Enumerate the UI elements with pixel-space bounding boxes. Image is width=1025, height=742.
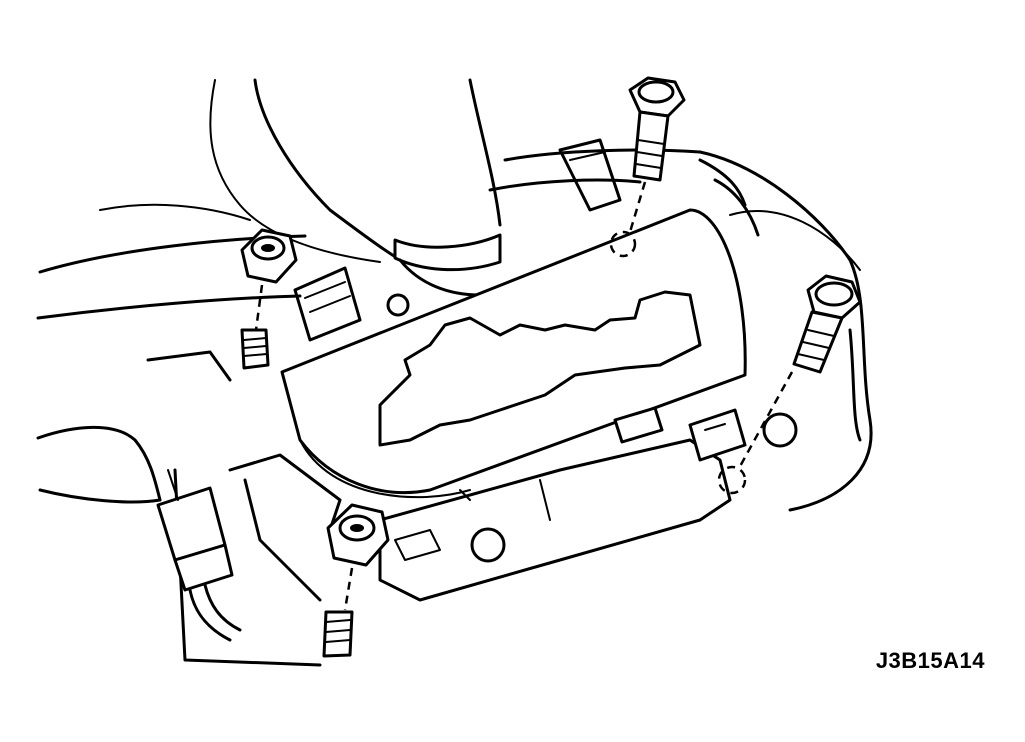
base-nut-icon — [762, 412, 798, 448]
base-stud-icon — [386, 293, 410, 317]
figure-code: J3B15A14 — [875, 648, 985, 673]
bolt-icon — [792, 274, 862, 374]
stud-icon — [240, 328, 270, 370]
stud-icon — [322, 610, 354, 658]
alignment-line — [254, 284, 264, 331]
alignment-line — [343, 567, 354, 611]
base-nut-icon — [470, 527, 506, 563]
nut-icon — [326, 503, 390, 567]
bolt-hole-marker — [609, 230, 637, 258]
connector-icon — [156, 469, 242, 642]
bolt-hole-marker — [717, 465, 747, 495]
nut-icon — [240, 228, 298, 284]
bolt-icon — [628, 76, 686, 182]
shifter-base — [146, 138, 760, 602]
alignment-line — [736, 371, 794, 471]
shift-gate-icon — [280, 208, 747, 499]
alignment-line — [628, 181, 647, 233]
clip-icon — [613, 406, 747, 462]
